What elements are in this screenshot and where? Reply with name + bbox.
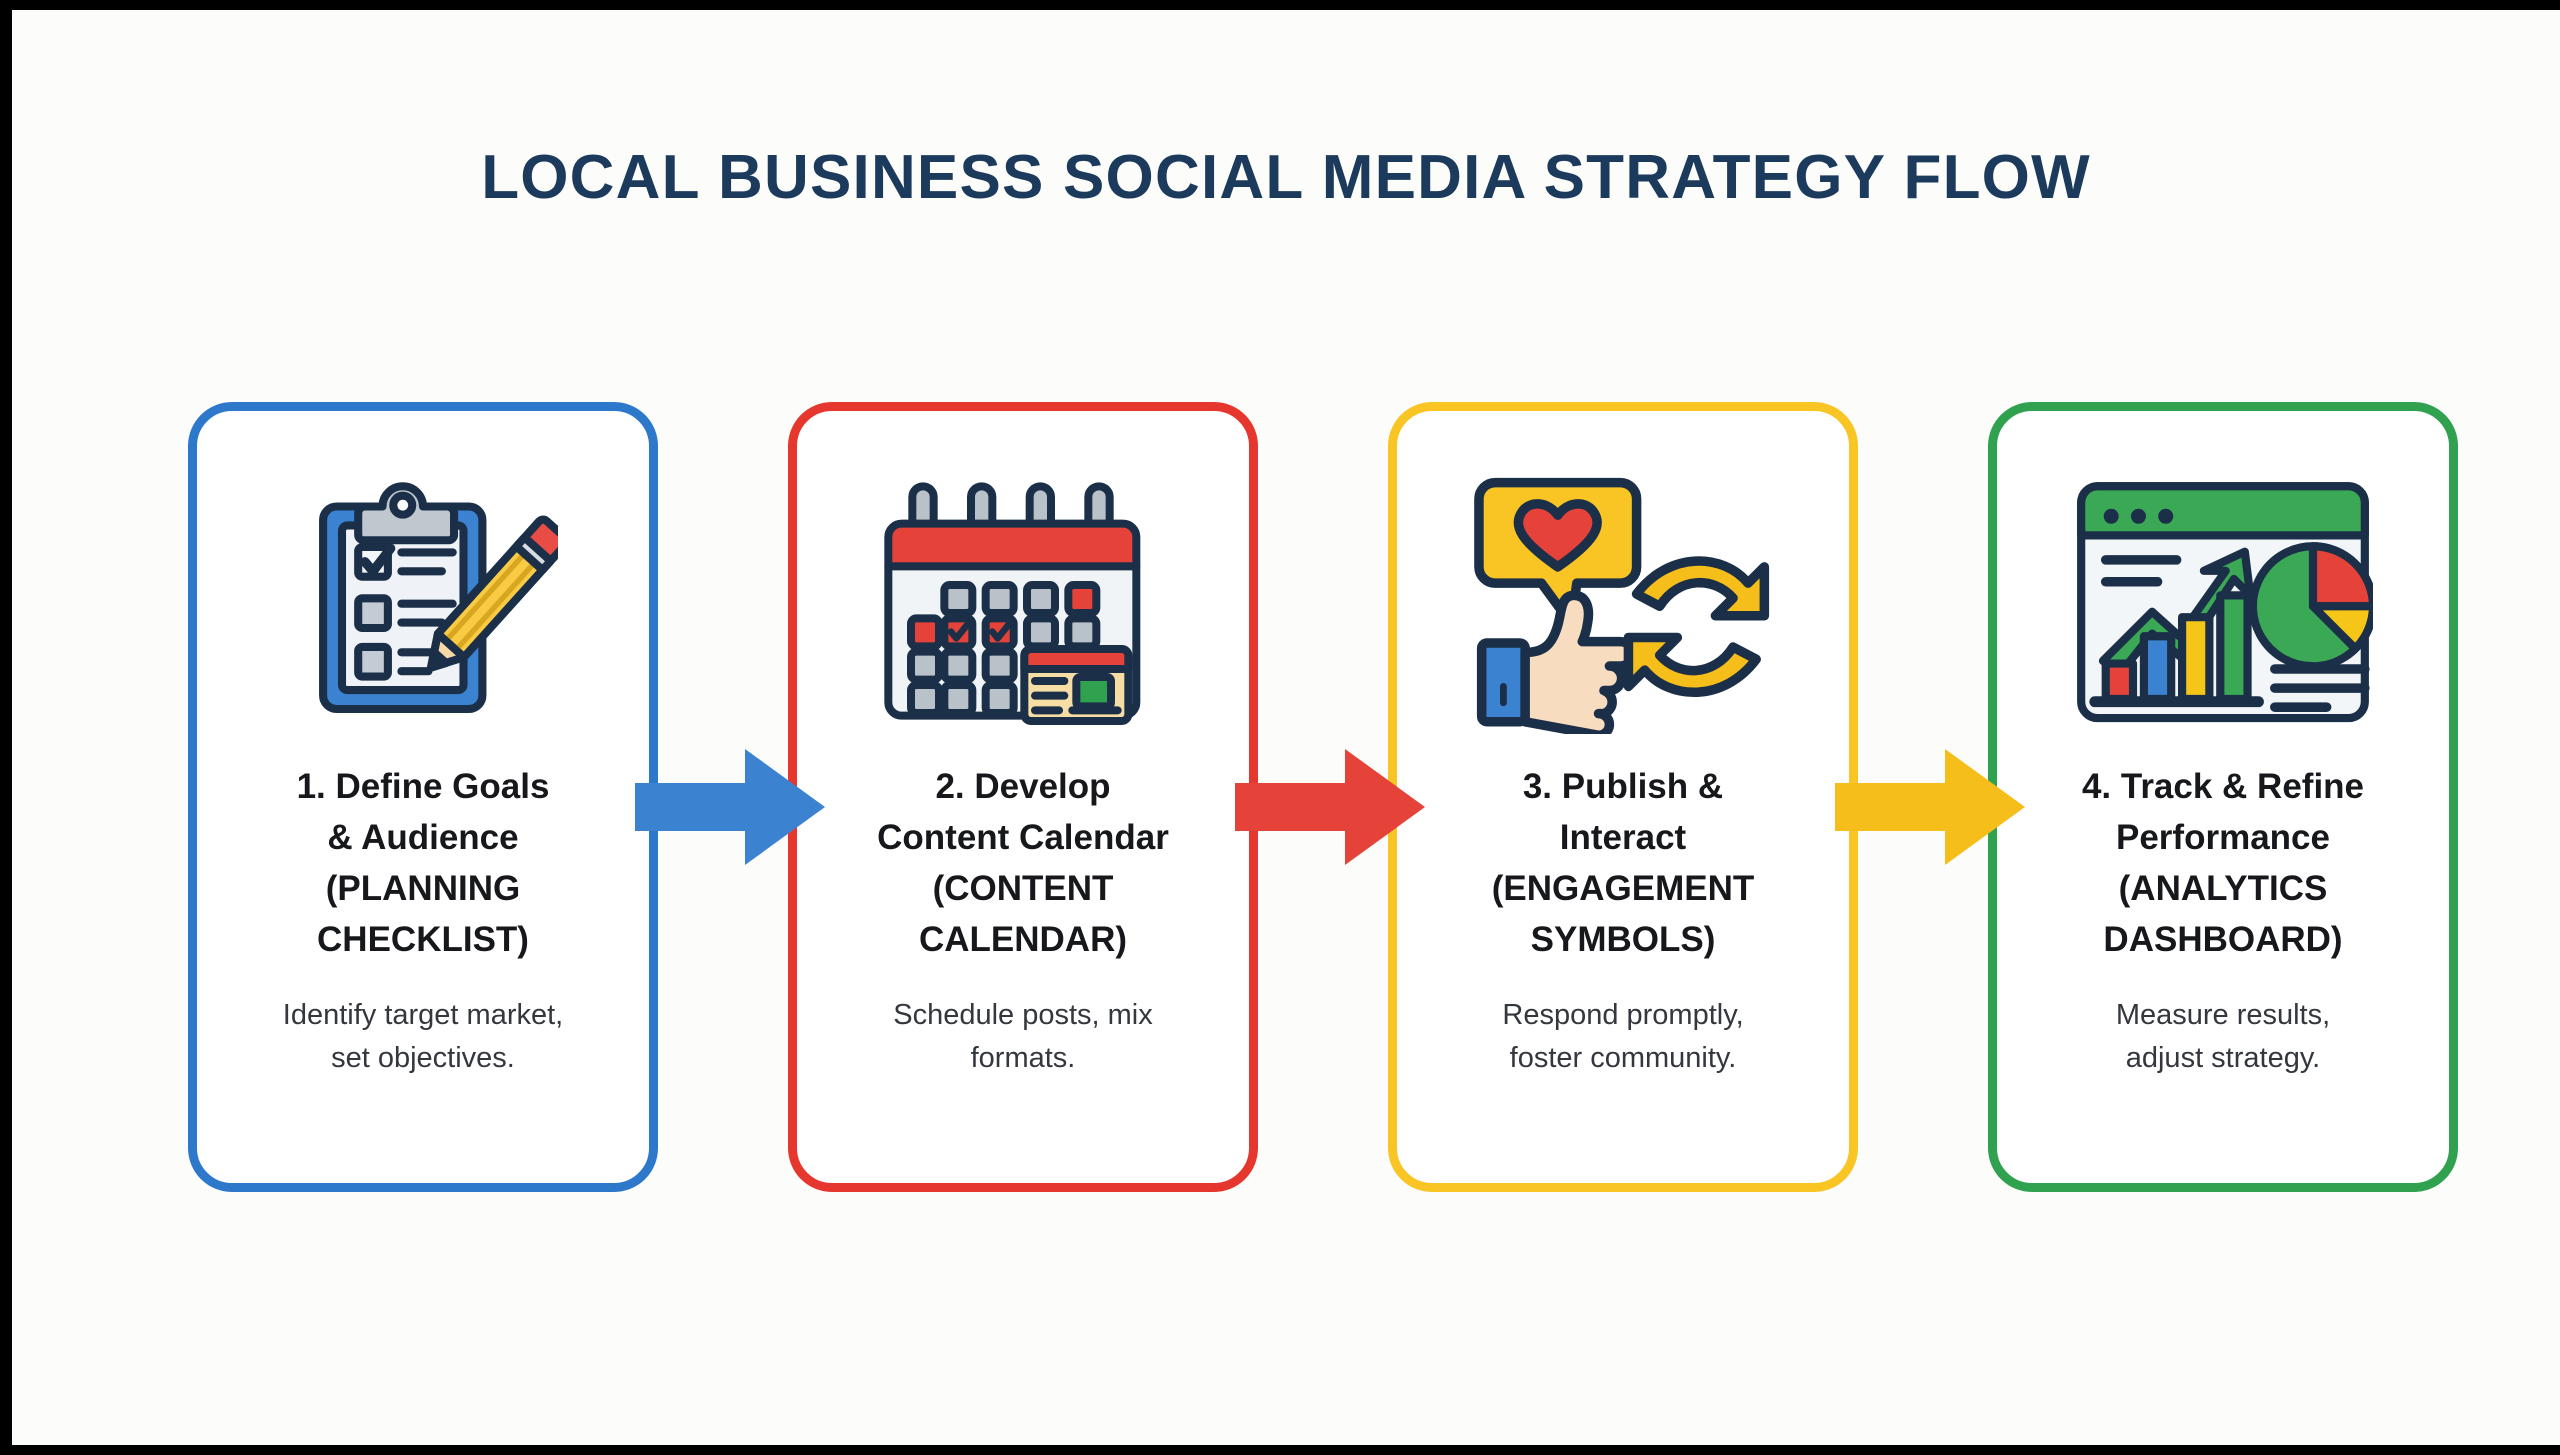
infographic-canvas: LOCAL BUSINESS SOCIAL MEDIA STRATEGY FLO… (12, 10, 2560, 1445)
step-card-1-description: Identify target market,set objectives. (282, 999, 564, 1074)
step-card-4-description: Measure results,adjust strategy. (2115, 999, 2331, 1074)
engagement-symbols-icon (1397, 451, 1849, 751)
content-calendar-icon (797, 451, 1249, 751)
flow-arrow-2-to-3 (1235, 743, 1425, 871)
planning-checklist-clipboard-icon (197, 451, 649, 751)
flow-arrow-3-to-4 (1835, 743, 2025, 871)
page-title: LOCAL BUSINESS SOCIAL MEDIA STRATEGY FLO… (481, 143, 2091, 212)
step-card-3-description: Respond promptly,foster community. (1502, 999, 1744, 1074)
flow-arrow-1-to-2 (635, 743, 825, 871)
analytics-dashboard-icon (1997, 451, 2449, 751)
